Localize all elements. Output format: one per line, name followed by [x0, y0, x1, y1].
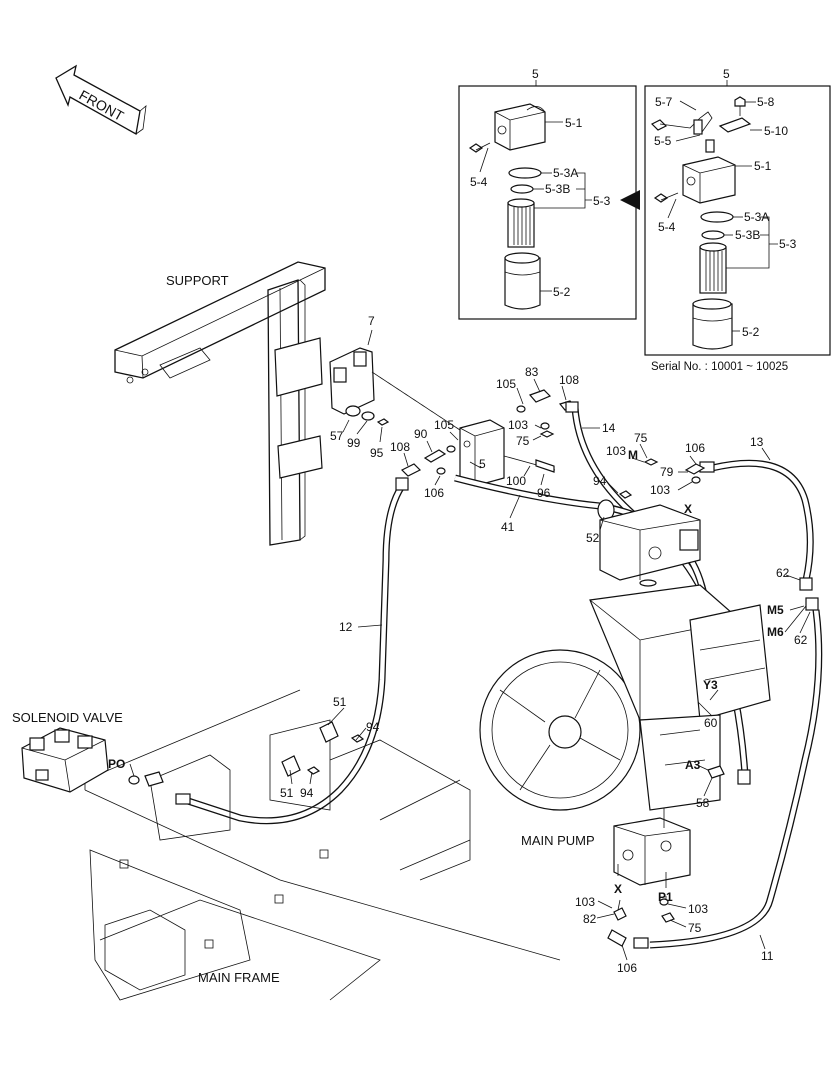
callout: 100	[506, 474, 526, 488]
front-arrow-icon: FRONT	[55, 64, 147, 136]
inset-right: 5 5-7 5-8 5-5	[644, 67, 831, 373]
callout: 60	[704, 716, 718, 730]
callout: 14	[602, 421, 616, 435]
label-5-7: 5-7	[655, 95, 673, 109]
solenoid-valve	[21, 727, 164, 793]
serial-note: Serial No. : 10001 ~ 10025	[651, 361, 788, 373]
callout: 106	[685, 441, 705, 455]
label-5-10: 5-10	[764, 124, 788, 138]
callout: 5	[479, 457, 486, 471]
label-5-3B: 5-3B	[735, 228, 760, 242]
callout: 105	[496, 377, 516, 391]
leader-lines	[129, 378, 811, 961]
callout: 108	[559, 373, 579, 387]
callout: 82	[583, 912, 597, 926]
label-5-1: 5-1	[754, 159, 772, 173]
support-structure	[114, 261, 326, 546]
callouts: 7 57 99 95 105 83 108 14 103 75 105 90 1…	[108, 314, 808, 975]
callout: 103	[650, 483, 670, 497]
callout: 57	[330, 429, 344, 443]
caption-support: SUPPORT	[166, 273, 229, 288]
inset-left-title: 5	[532, 67, 539, 81]
callout: 106	[424, 486, 444, 500]
callout: 103	[508, 418, 528, 432]
callout: 62	[794, 633, 808, 647]
callout: A3	[685, 758, 701, 772]
callout: M	[628, 448, 638, 462]
callout: 52	[586, 531, 600, 545]
inset-left: 5 5-1 5-4 5-3A 5-3B 5-3 5-2	[458, 67, 637, 320]
part-7-bracket	[329, 329, 461, 443]
callout: 41	[501, 520, 515, 534]
callout: 95	[370, 446, 384, 460]
callout: 94	[593, 474, 607, 488]
callout: 51	[333, 695, 347, 709]
part-5-line-filter	[400, 389, 577, 487]
callout: 103	[575, 895, 595, 909]
callout: 7	[368, 314, 375, 328]
callout: 106	[617, 961, 637, 975]
callout: 90	[414, 427, 428, 441]
callout: 105	[434, 418, 454, 432]
callout: 75	[688, 921, 702, 935]
callout: P1	[658, 890, 673, 904]
label-5-4: 5-4	[470, 175, 488, 189]
label-5-5: 5-5	[654, 134, 672, 148]
caption-main-frame: MAIN FRAME	[198, 970, 280, 985]
callout: 108	[390, 440, 410, 454]
label-5-3: 5-3	[779, 237, 797, 251]
callout: 58	[696, 796, 710, 810]
label-5-2: 5-2	[742, 325, 760, 339]
main-pump	[479, 504, 771, 886]
label-5-2: 5-2	[553, 285, 571, 299]
callout: X	[684, 502, 692, 516]
callout: X	[614, 882, 622, 896]
callout: 62	[776, 566, 790, 580]
label-5-8: 5-8	[757, 95, 775, 109]
label-5-3A: 5-3A	[744, 210, 769, 224]
label-5-4: 5-4	[658, 220, 676, 234]
callout: 103	[688, 902, 708, 916]
callout: 79	[660, 465, 674, 479]
caption-main-pump: MAIN PUMP	[521, 833, 595, 848]
caption-solenoid-valve: SOLENOID VALVE	[12, 710, 123, 725]
callout: 51	[280, 786, 294, 800]
callout: 94	[366, 720, 380, 734]
callout: 13	[750, 435, 764, 449]
label-5-3A: 5-3A	[553, 166, 578, 180]
callout: PO	[108, 757, 125, 771]
clamps	[281, 721, 365, 777]
callout: 83	[525, 365, 539, 379]
callout: 12	[339, 620, 353, 634]
callout: M5	[767, 603, 784, 617]
callout: 99	[347, 436, 361, 450]
callout: 11	[761, 949, 774, 963]
inset-right-title: 5	[723, 67, 730, 81]
callout: 75	[634, 431, 648, 445]
callout: 94	[300, 786, 314, 800]
label-5-3B: 5-3B	[545, 182, 570, 196]
callout: Y3	[703, 678, 718, 692]
callout: 96	[537, 486, 551, 500]
callout: M6	[767, 625, 784, 639]
label-5-3: 5-3	[593, 194, 611, 208]
pointer-triangle-icon	[620, 190, 640, 210]
label-5-1: 5-1	[565, 116, 583, 130]
callout: 103	[606, 444, 626, 458]
callout: 75	[516, 434, 530, 448]
